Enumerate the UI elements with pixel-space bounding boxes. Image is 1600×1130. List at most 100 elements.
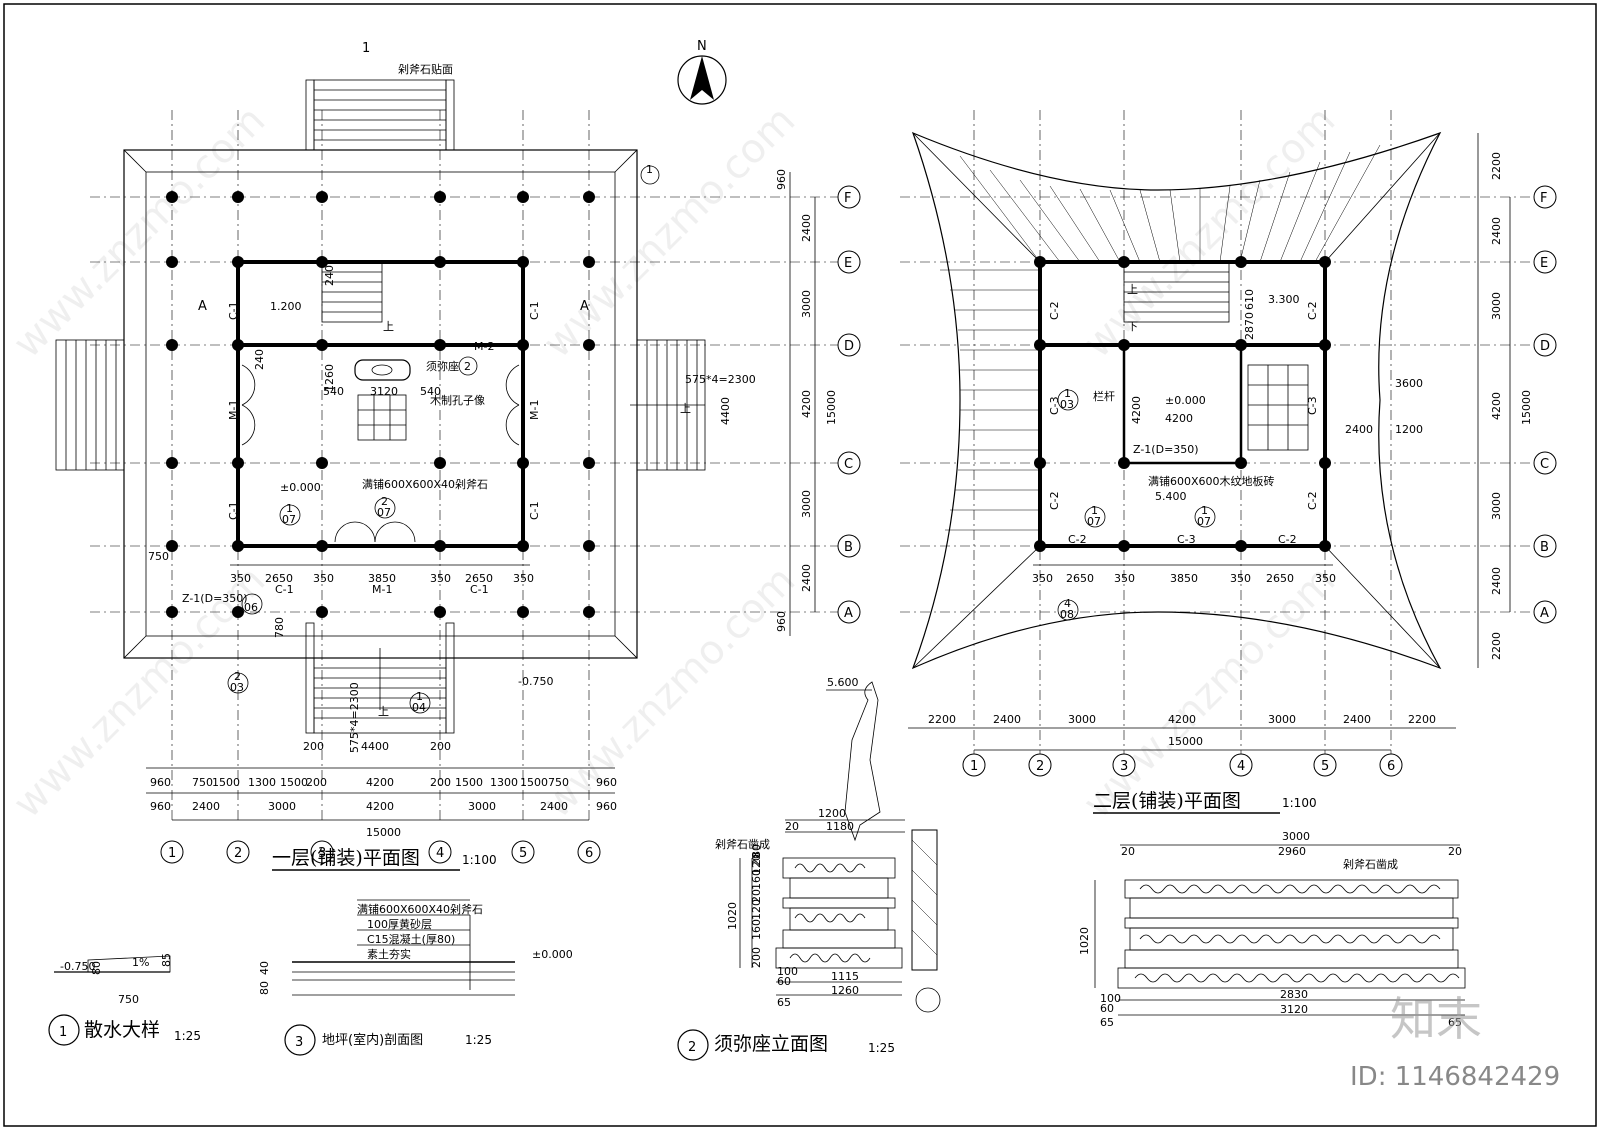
callout-sheet: 07 <box>377 506 391 519</box>
dim-total: 15000 <box>1168 735 1203 748</box>
dim-total: 15000 <box>825 390 838 425</box>
section-mark: 1 <box>362 41 370 56</box>
stair-north <box>305 79 455 151</box>
dim-label: 240 <box>323 265 336 286</box>
axis-bubbles-y: F E D C B A <box>837 185 861 624</box>
dim-label: 1260 <box>323 364 336 392</box>
part-dim: 120 <box>750 899 763 920</box>
callout-number: 2 <box>234 670 241 683</box>
dim-label: 200 <box>430 740 451 753</box>
dim-label: 4400 <box>719 397 732 425</box>
detail2-note: 剁斧石凿成 <box>715 837 770 851</box>
dim-label: 3000 <box>1490 292 1503 320</box>
dim-label: 60 <box>1100 1002 1114 1015</box>
axis-label: C <box>1540 457 1549 472</box>
detail3-scale: 1:25 <box>465 1033 492 1047</box>
elev-stair: 1.200 <box>270 300 302 313</box>
callout-sheet: 04 <box>412 701 426 714</box>
callout-sheet: 07 <box>282 513 296 526</box>
seat-label: 须弥座 <box>426 359 459 373</box>
dim-label: 1115 <box>831 970 859 983</box>
dim-label: 1500 <box>212 776 240 789</box>
dim-label: 65 <box>1100 1016 1114 1029</box>
detail1-height: 85 <box>160 953 173 967</box>
dim-label: 2650 <box>465 572 493 585</box>
bottom-dimensions: 960 750 1500 1300 1500 200 4200 200 1500… <box>146 767 617 839</box>
dim-label: 750 <box>548 776 569 789</box>
callout-number: 4 <box>1064 597 1071 610</box>
dim-label: 750 <box>192 776 213 789</box>
axis-label: A <box>844 606 853 621</box>
dim-label: 1500 <box>455 776 483 789</box>
plan2-title: 二层(铺装)平面图 <box>1093 790 1241 812</box>
dim-label: 2400 <box>1345 423 1373 436</box>
callout-sheet: 06 <box>244 601 258 614</box>
dim-label: 4200 <box>1165 412 1193 425</box>
detail3-title: 地坪(室内)剖面图 <box>322 1032 423 1048</box>
dim-total: 15000 <box>366 826 401 839</box>
dim-label: 3000 <box>1068 713 1096 726</box>
window-label: C-1 <box>528 501 541 520</box>
elev-label: 5.400 <box>1155 490 1187 503</box>
elev-zero: ±0.000 <box>280 481 321 494</box>
elev-label: 3.300 <box>1268 293 1300 306</box>
dim-label: 20 <box>1448 845 1462 858</box>
stair-west <box>55 339 125 471</box>
right-dimensions: 960 2400 3000 4200 3000 2400 960 15000 <box>775 169 838 636</box>
detail4-note: 剁斧石凿成 <box>1343 857 1398 871</box>
axis-label: 4 <box>1237 759 1245 774</box>
axis-label: D <box>844 339 854 354</box>
callout-number: 1 <box>286 502 293 515</box>
dim-label: 750 <box>148 550 169 563</box>
stair-opening <box>1122 343 1243 465</box>
detail-callouts: 103 107 107 408 <box>1057 387 1216 621</box>
dim-label: 350 <box>1032 572 1053 585</box>
down-label: 下 <box>1127 320 1138 333</box>
detail4-height: 1020 <box>1078 927 1091 955</box>
dim-label: 3120 <box>1280 1003 1308 1016</box>
paving-label: 剁斧石贴面 <box>398 62 453 76</box>
roof-hatching <box>940 144 1381 531</box>
callout-number: 1 <box>1201 504 1208 517</box>
dim-label: 1500 <box>280 776 308 789</box>
axis-label: 4 <box>436 846 444 861</box>
window-label: C-1 <box>227 301 240 320</box>
dim-label: 4200 <box>1168 713 1196 726</box>
dim-label: 540 <box>420 385 441 398</box>
watermark-text: www.znzmo.com <box>5 97 275 367</box>
plan1-title: 一层(铺装)平面图 <box>272 847 420 869</box>
watermark-text: www.znzmo.com <box>1075 557 1345 827</box>
image-id: ID: 1146842429 <box>1350 1062 1560 1092</box>
window-label: C-3 <box>1306 396 1319 415</box>
axis-label: 1 <box>168 846 176 861</box>
dim-label: 3850 <box>1170 572 1198 585</box>
window-label: C-2 <box>1048 301 1061 320</box>
dim-label: 350 <box>1230 572 1251 585</box>
dim-label: 2650 <box>1266 572 1294 585</box>
dim-label: 2200 <box>1490 632 1503 660</box>
dim-label: 4200 <box>366 776 394 789</box>
axis-label: B <box>844 540 853 555</box>
dim-label: 4200 <box>1130 396 1143 424</box>
dim-label: 2400 <box>192 800 220 813</box>
window-label: C-1 <box>275 583 294 596</box>
dim-label: 960 <box>150 776 171 789</box>
detail1-scale: 1:25 <box>174 1029 201 1043</box>
dim-label: 1180 <box>826 820 854 833</box>
axis-label: D <box>1540 339 1550 354</box>
dim-label: 60 <box>777 975 791 988</box>
dim-label: 4200 <box>366 800 394 813</box>
watermark-text: www.znzmo.com <box>1075 97 1345 367</box>
dim-label: 100 <box>1100 992 1121 1005</box>
dim-label: 3600 <box>1395 377 1423 390</box>
door-label: M-1 <box>528 400 541 420</box>
dim-label: 1300 <box>248 776 276 789</box>
callout-number: 1 <box>1091 504 1098 517</box>
detail3-elev: ±0.000 <box>532 948 573 961</box>
detail1-number: 1 <box>59 1025 67 1040</box>
door-label: M-1 <box>372 583 392 596</box>
part-dim: 160 <box>750 919 763 940</box>
callout-sheet: 07 <box>1087 515 1101 528</box>
statue-outline <box>844 681 881 842</box>
dim-label: 350 <box>430 572 451 585</box>
